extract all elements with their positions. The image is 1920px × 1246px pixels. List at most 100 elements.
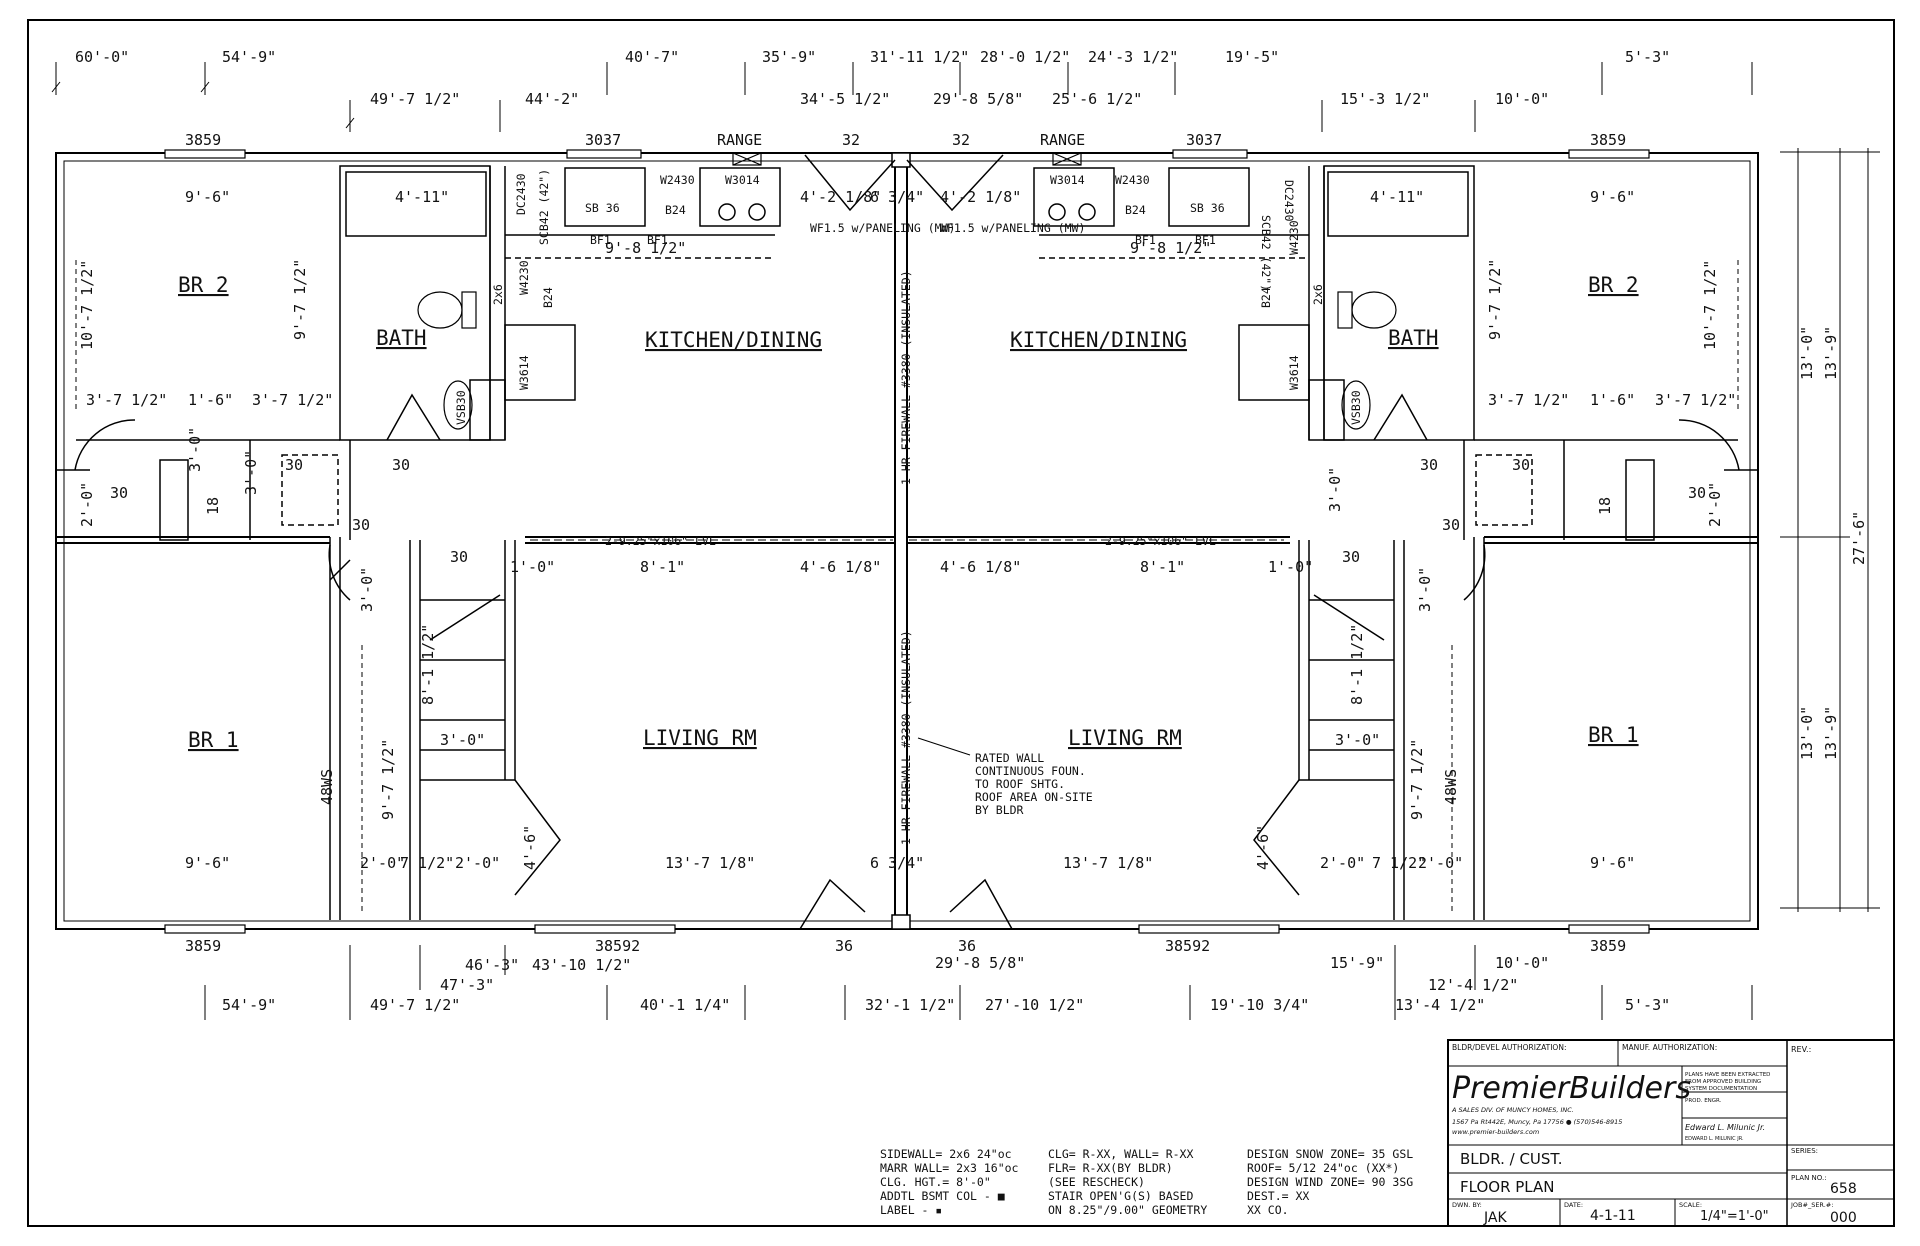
cab-scb42-left: SCB42 (42") xyxy=(537,169,551,245)
room-living-right: LIVING RM xyxy=(1068,726,1182,750)
door-dim-left-closet-small: 3'-0" xyxy=(186,427,204,472)
kitchen-gap-right: 4'-2 1/8" xyxy=(940,188,1021,206)
door-30-f: 30 xyxy=(1420,456,1438,474)
br1-dim-2-left: 2'-0" xyxy=(455,854,500,872)
window-label-7: 3859 xyxy=(1590,937,1626,955)
stair-height-left: 8'-1 1/2" xyxy=(419,624,437,705)
note-col2-3: STAIR OPEN'G(S) BASED xyxy=(1048,1189,1193,1203)
title-block: BLDR/DEVEL AUTHORIZATION: MANUF. AUTHORI… xyxy=(1447,1039,1895,1227)
living-width-left: 13'-7 1/8" xyxy=(665,854,755,872)
tb-job-label: JOB#_SER.#: xyxy=(1790,1201,1833,1209)
rated-wall-line-2: TO ROOF SHTG. xyxy=(975,777,1065,791)
top-dim-12: 19'-5" xyxy=(1225,48,1279,66)
cab-bf1-c: BF1 xyxy=(1135,233,1156,247)
beam-left-0: 1'-0" xyxy=(510,558,555,576)
cab-w2430-right: W2430 xyxy=(1115,173,1150,187)
door-dim-3-left: 3'-0" xyxy=(358,567,376,612)
tub-dim-left: 4'-11" xyxy=(395,188,449,206)
cab-2x6-left: 2x6 xyxy=(491,284,505,305)
door-label-32-right: 32 xyxy=(952,131,970,149)
beam-right-0: 4'-6 1/8" xyxy=(940,558,1021,576)
cab-w3014-right: W3014 xyxy=(1050,173,1085,187)
right-dim-0: 13'-0" xyxy=(1798,326,1816,380)
window-label-6: 38592 xyxy=(1165,937,1210,955)
tb-date: 4-1-11 xyxy=(1590,1208,1636,1224)
door-30-d: 30 xyxy=(352,516,370,534)
beam-right-1: 8'-1" xyxy=(1140,558,1185,576)
cab-dc2430-left: DC2430 xyxy=(514,173,528,215)
cab-w2430-left: W2430 xyxy=(660,173,695,187)
note-col3-4: XX CO. xyxy=(1247,1203,1289,1217)
closet-shelves xyxy=(75,260,1739,915)
range-label-right: RANGE xyxy=(1040,131,1085,149)
bath-fixtures xyxy=(417,291,1397,430)
living-width-right: 13'-7 1/8" xyxy=(1063,854,1153,872)
firewall-gap-bottom: 6 3/4" xyxy=(870,854,924,872)
tb-manuf-auth: MANUF. AUTHORIZATION: xyxy=(1622,1043,1717,1052)
br1-closet-right: 9'-7 1/2" xyxy=(1408,739,1426,820)
note-col2-0: CLG= R-XX, WALL= R-XX xyxy=(1048,1147,1193,1161)
wf-note-left: WF1.5 w/PANELING (MW) xyxy=(810,221,955,235)
tb-plans-note-0: PLANS HAVE BEEN EXTRACTED xyxy=(1685,1072,1770,1078)
note-col1-1: MARR WALL= 2x3 16"oc xyxy=(880,1161,1018,1175)
door-30-e: 30 xyxy=(450,548,468,566)
tb-address: 1567 Pa Rt442E, Muncy, Pa 17756 ● (570)5… xyxy=(1452,1118,1622,1126)
cab-w3614-right: W3614 xyxy=(1287,355,1301,390)
bottom-dim-10: 15'-9" xyxy=(1330,954,1384,972)
kitchen-width-left: 9'-8 1/2" xyxy=(605,239,686,257)
cab-dc2430-right: DC2430 xyxy=(1282,180,1296,222)
closet-dim-1-right: 1'-6" xyxy=(1590,391,1635,409)
door-30-i: 30 xyxy=(1442,516,1460,534)
tb-website: www.premier-builders.com xyxy=(1452,1128,1539,1136)
door-30-a: 30 xyxy=(110,484,128,502)
door-18-left: 18 xyxy=(204,497,222,515)
room-kitchen-left: KITCHEN/DINING xyxy=(645,328,822,352)
cab-b24-right: B24 xyxy=(1125,203,1146,217)
dimension-ticks xyxy=(51,62,1880,1020)
tb-engineer-signature: Edward L. Milunic Jr. xyxy=(1685,1123,1765,1132)
cab-b24-left: B24 xyxy=(665,203,686,217)
beam-label-right: 2-9.25"x106" LVL xyxy=(1105,534,1216,548)
right-dim-1: 13'-9" xyxy=(1822,326,1840,380)
br1-closet-left: 9'-7 1/2" xyxy=(379,739,397,820)
note-col1-0: SIDEWALL= 2x6 24"oc xyxy=(880,1147,1012,1161)
tb-company-logo: PremierBuilders xyxy=(1452,1071,1691,1106)
tb-division: A SALES DIV. OF MUNCY HOMES, INC. xyxy=(1451,1106,1574,1114)
tb-series-label: SERIES: xyxy=(1791,1147,1818,1155)
bottom-dim-7: 29'-8 5/8" xyxy=(935,954,1025,972)
closet-dim-0-right: 3'-7 1/2" xyxy=(1488,391,1569,409)
cab-w4230-right: W4230 xyxy=(1287,220,1301,255)
top-dim-15: 5'-3" xyxy=(1625,48,1670,66)
tb-plan-no: 658 xyxy=(1830,1181,1857,1197)
cab-b24-side-right: B24 xyxy=(1259,287,1273,308)
note-col1-2: CLG. HGT.= 8'-0" xyxy=(880,1175,991,1189)
br1-width-right: 9'-6" xyxy=(1590,854,1635,872)
bottom-dim-14: 5'-3" xyxy=(1625,996,1670,1014)
rated-wall-leader xyxy=(917,737,971,756)
bottom-dim-13: 10'-0" xyxy=(1495,954,1549,972)
beam-left-2: 4'-6 1/8" xyxy=(800,558,881,576)
right-dim-2: 27'-6" xyxy=(1850,511,1868,565)
bottom-dim-2: 47'-3" xyxy=(440,976,494,994)
tub-dim-right: 4'-11" xyxy=(1370,188,1424,206)
right-dim-3: 13'-0" xyxy=(1798,706,1816,760)
cab-bf1-a: BF1 xyxy=(590,233,611,247)
tb-bldr-auth: BLDR/DEVEL AUTHORIZATION: xyxy=(1452,1043,1566,1052)
door-swings xyxy=(74,154,1740,930)
door-18-right: 18 xyxy=(1596,497,1614,515)
bottom-dim-6: 32'-1 1/2" xyxy=(865,996,955,1014)
door-30-h: 30 xyxy=(1688,484,1706,502)
door-dim-3-right: 3'-0" xyxy=(1416,567,1434,612)
tb-plans-note-2: SYSTEM DOCUMENTATION xyxy=(1685,1086,1757,1092)
beam-left-1: 8'-1" xyxy=(640,558,685,576)
top-dim-9: 28'-0 1/2" xyxy=(980,48,1070,66)
br1-dim-0-right: 2'-0" xyxy=(1320,854,1365,872)
br2-inner-left: 9'-7 1/2" xyxy=(291,259,309,340)
tb-drawn-by: JAK xyxy=(1483,1210,1507,1226)
bottom-dim-1: 49'-7 1/2" xyxy=(370,996,460,1014)
cab-w3014-left: W3014 xyxy=(725,173,760,187)
windows xyxy=(164,149,1650,934)
bottom-dim-5: 40'-1 1/4" xyxy=(640,996,730,1014)
tb-drawn-label: DWN. BY: xyxy=(1452,1201,1482,1209)
cab-sb36-left: SB 36 xyxy=(585,201,620,215)
